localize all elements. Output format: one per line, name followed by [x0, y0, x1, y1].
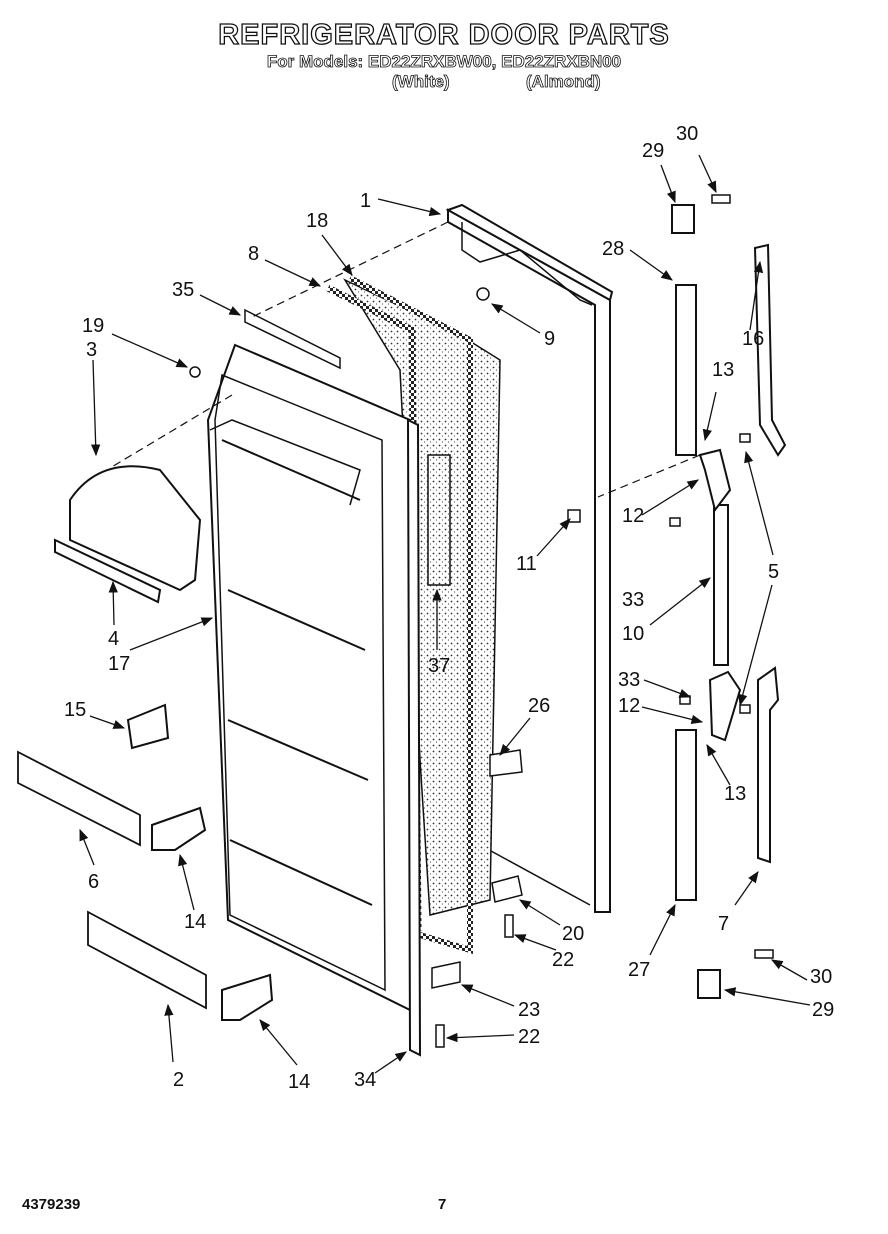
callout-17: 17: [108, 653, 130, 675]
callout-15: 15: [64, 699, 86, 721]
callout-12-upper: 12: [622, 505, 644, 527]
door-trim-strip: [406, 418, 422, 1057]
callout-8: 8: [248, 243, 259, 265]
callout-7: 7: [718, 913, 729, 935]
callout-30-top: 30: [676, 123, 698, 145]
callout-6: 6: [88, 871, 99, 893]
page-title: REFRIGERATOR DOOR PARTS: [218, 18, 670, 51]
callout-11: 11: [516, 553, 537, 575]
door-shelf-racks: [17, 750, 207, 1010]
callout-9: 9: [544, 328, 555, 350]
callout-20: 20: [562, 923, 584, 945]
handle-cap-assembly: [54, 465, 202, 604]
variant-almond: (Almond): [526, 72, 601, 92]
callout-leaders: [79, 154, 811, 1074]
models-line: For Models: ED22ZRXBW00, ED22ZRXBN00: [266, 52, 622, 72]
door-hinge-hardware: [671, 204, 742, 999]
callout-labels: 1 2 3 4 5 6 7 8 9 10 11 12 12 13 13 14 1…: [64, 123, 834, 1093]
callout-23: 23: [518, 999, 540, 1021]
callout-26: 26: [528, 695, 550, 717]
callout-19: 19: [82, 315, 104, 337]
callout-13-lower: 13: [724, 783, 746, 805]
callout-30-bottom: 30: [810, 966, 832, 988]
callout-35: 35: [172, 279, 194, 301]
callout-16: 16: [742, 328, 764, 350]
callout-13-upper: 13: [712, 359, 734, 381]
variant-white: (White): [392, 72, 450, 92]
callout-18: 18: [306, 210, 328, 232]
callout-4: 4: [108, 628, 119, 650]
page-number: 7: [438, 1196, 447, 1213]
callout-29-bottom: 29: [812, 999, 834, 1021]
inner-door-liner: [206, 343, 411, 1012]
callout-3: 3: [86, 339, 97, 361]
callout-33-lower: 33: [618, 669, 640, 691]
callout-12-lower: 12: [618, 695, 640, 717]
foam-block-37: [427, 454, 451, 586]
callout-34: 34: [354, 1069, 376, 1091]
callout-5: 5: [768, 561, 779, 583]
door-handles: [753, 243, 787, 864]
callout-10: 10: [622, 623, 644, 645]
callout-22-lower: 22: [518, 1026, 540, 1048]
callout-22-upper: 22: [552, 949, 574, 971]
callout-14-left: 14: [184, 911, 206, 933]
callout-2: 2: [173, 1069, 184, 1091]
callout-14-bottom: 14: [288, 1071, 310, 1093]
variant-row: (White) (Almond): [0, 72, 888, 94]
title-block: REFRIGERATOR DOOR PARTS For Models: ED22…: [0, 18, 888, 94]
callout-33-upper: 33: [622, 589, 644, 611]
shelf-end-caps: [126, 703, 274, 1021]
callout-37: 37: [428, 655, 450, 677]
doc-number: 4379239: [22, 1196, 81, 1213]
callout-1: 1: [360, 190, 371, 212]
callout-28: 28: [602, 238, 624, 260]
callout-29-top: 29: [642, 140, 664, 162]
callout-27: 27: [628, 959, 650, 981]
fasteners-small-parts: [189, 194, 774, 1048]
